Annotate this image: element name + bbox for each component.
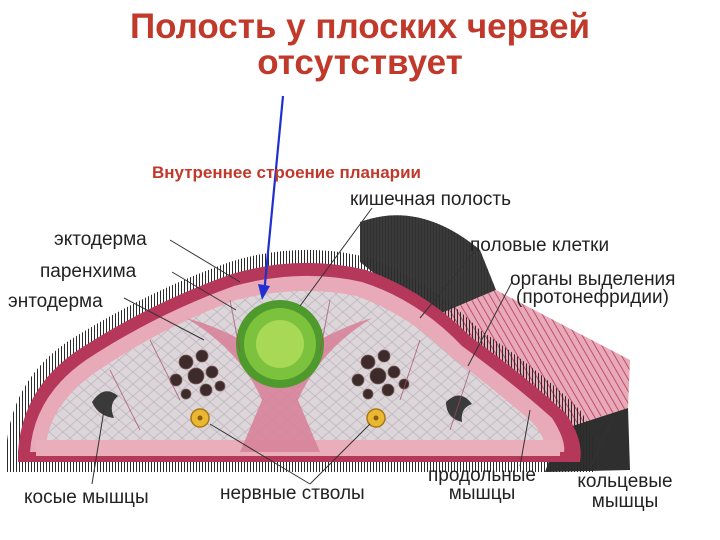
label-excretory-organs-line1: органы выделения [510,269,676,290]
pointer-arrow [262,95,285,295]
label-excretory-organs-line2: (протонефридии) [516,287,669,308]
label-endoderm: энтодерма [8,291,103,312]
label-circular-muscles-line1: кольцевые [577,471,673,492]
label-longitudinal-muscles-line2: мышцы [448,483,516,504]
label-sex-cells: половые клетки [470,235,610,256]
label-oblique-muscles: косые мышцы [24,487,149,508]
slide-title-line2: отсутствует [257,43,463,82]
protonephridium-left [92,391,118,418]
label-circular-muscles-line2: мышцы [591,491,659,512]
label-ectoderm: эктодерма [54,229,147,250]
label-parenchyma: паренхима [40,261,137,282]
diagram-subtitle: Внутреннее строение планарии [152,163,421,182]
sex-cells-left [169,349,226,400]
label-intestinal-cavity: кишечная полость [350,189,512,210]
label-nerve-trunks: нервные стволы [220,483,365,504]
slide-title-line1: Полость у плоских червей [129,7,591,46]
label-longitudinal-muscles-line1: продольные [428,465,536,486]
protonephridium-right [446,395,472,422]
muscle-layer-3d [430,290,630,430]
